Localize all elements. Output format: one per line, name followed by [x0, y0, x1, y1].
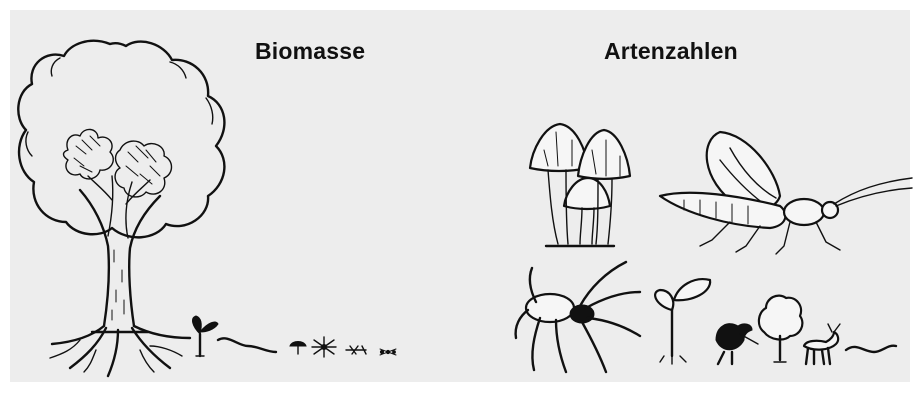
tree-icon: [759, 296, 802, 362]
bird-icon: [716, 324, 758, 364]
mushroom-icon: [290, 342, 306, 355]
seedling-icon: [193, 316, 218, 356]
wasp-icon: [660, 132, 912, 254]
mite-icon: [380, 349, 396, 355]
deer-icon: [804, 324, 840, 364]
spider-icon: [312, 337, 336, 357]
earthworm-icon: [218, 338, 276, 352]
mushroom-cluster-icon: [530, 124, 630, 246]
insect-icon: [346, 346, 366, 354]
earthworm-icon: [846, 346, 896, 352]
spider-icon: [516, 262, 640, 372]
seedling-icon: [655, 279, 710, 364]
